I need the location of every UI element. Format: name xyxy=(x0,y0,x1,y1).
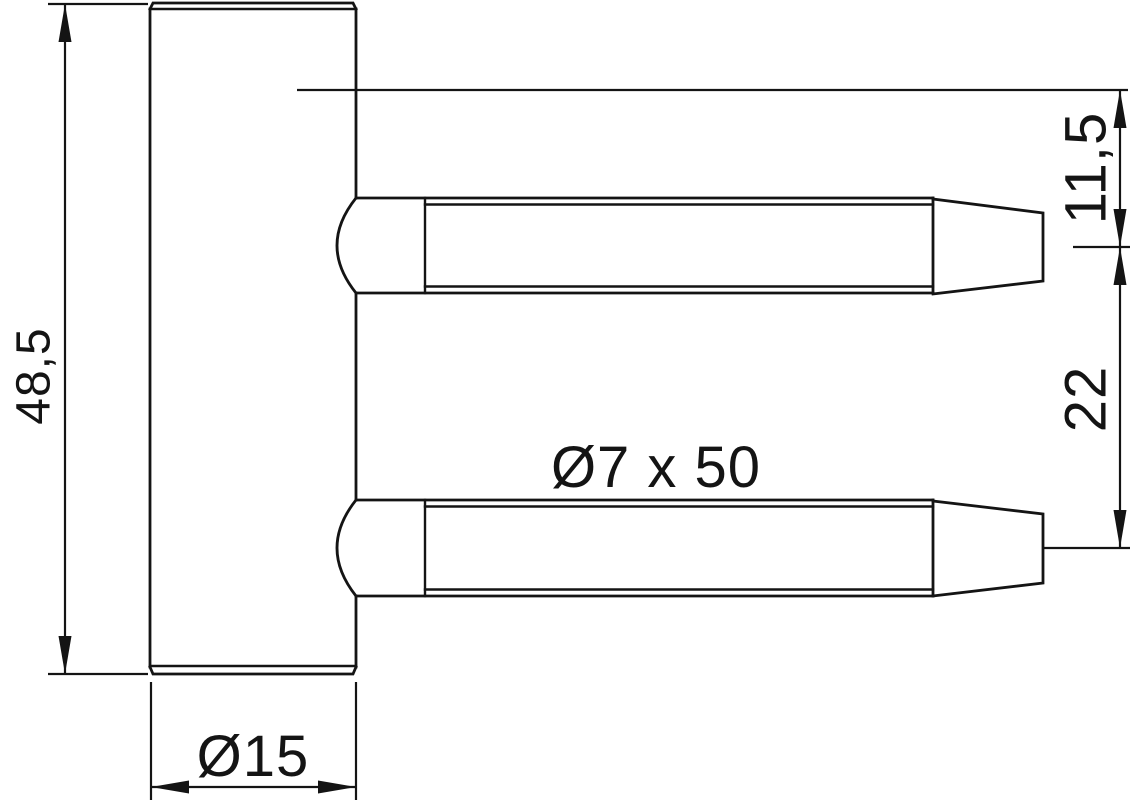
pin-spacing-arrow-up-icon xyxy=(1113,247,1127,285)
pin-top-tapered-tip xyxy=(931,197,1045,296)
body-top-edge xyxy=(148,1,358,11)
top-offset-arrow-up-icon xyxy=(1113,90,1127,128)
dimension-body-diameter: Ø15 xyxy=(149,682,358,800)
body-bottom-edge xyxy=(148,665,358,676)
pin-bottom xyxy=(335,498,1045,598)
pin-spacing-arrow-down-icon xyxy=(1113,510,1127,548)
dimension-right-stack: 11,5 22 xyxy=(297,88,1130,550)
pin-bottom-tapered-tip xyxy=(931,499,1045,598)
body-height-arrow-up-icon xyxy=(58,4,72,42)
pin-top xyxy=(335,196,1045,296)
body-diameter-arrow-left-icon xyxy=(151,780,189,794)
pin-top-dome-cap xyxy=(335,196,358,295)
top-offset-arrow-down-icon xyxy=(1113,209,1127,247)
hinge-body xyxy=(148,1,358,676)
pin-bottom-dome-cap xyxy=(335,498,358,598)
body-height-arrow-down-icon xyxy=(58,636,72,674)
top-offset-label: 11,5 xyxy=(1054,112,1119,225)
pin-spec-label: Ø7 x 50 xyxy=(551,435,761,500)
body-diameter-arrow-right-icon xyxy=(318,780,356,794)
body-diameter-label: Ø15 xyxy=(197,724,310,789)
dimension-body-height: 48,5 xyxy=(8,2,148,676)
body-height-label: 48,5 xyxy=(8,327,61,424)
pin-spacing-label: 22 xyxy=(1054,366,1119,433)
